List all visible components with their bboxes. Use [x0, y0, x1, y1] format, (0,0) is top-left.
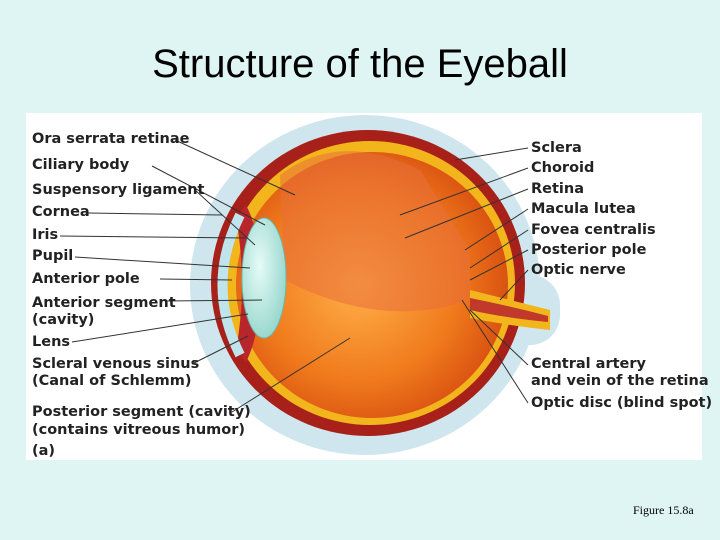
label-anterior-pole: Anterior pole: [32, 271, 140, 287]
label-anterior-segment: Anterior segment: [32, 295, 176, 311]
label-vitreous-humor: (contains vitreous humor): [32, 422, 245, 438]
label-pupil: Pupil: [32, 248, 74, 264]
label-posterior-pole: Posterior pole: [531, 242, 647, 258]
label-vein-of-retina: and vein of the retina: [531, 373, 709, 389]
label-cornea: Cornea: [32, 204, 90, 220]
label-anterior-segment-cavity: (cavity): [32, 312, 95, 328]
label-suspensory-ligament: Suspensory ligament: [32, 182, 205, 198]
label-choroid: Choroid: [531, 160, 595, 176]
lens-shape: [241, 217, 287, 339]
label-scleral-venous-sinus: Scleral venous sinus: [32, 356, 200, 372]
cutaway-section: [280, 151, 470, 312]
label-ora-serrata: Ora serrata retinae: [32, 131, 190, 147]
optic-nerve: [470, 290, 550, 330]
label-iris: Iris: [32, 227, 59, 243]
slide-title: Structure of the Eyeball: [152, 42, 568, 86]
label-panel-a: (a): [32, 443, 56, 459]
label-lens: Lens: [32, 334, 71, 350]
label-sclera: Sclera: [531, 140, 582, 156]
label-central-artery: Central artery: [531, 356, 646, 372]
label-optic-nerve: Optic nerve: [531, 262, 626, 278]
right-leader-lines: [399, 147, 529, 404]
label-retina: Retina: [531, 181, 585, 197]
label-ciliary-body: Ciliary body: [32, 157, 130, 173]
label-fovea-centralis: Fovea centralis: [531, 222, 656, 238]
label-canal-of-schlemm: (Canal of Schlemm): [32, 373, 192, 389]
label-posterior-segment: Posterior segment (cavity): [32, 404, 251, 420]
label-optic-disc: Optic disc (blind spot): [531, 395, 713, 411]
label-macula-lutea: Macula lutea: [531, 201, 636, 217]
left-leader-lines: [59, 139, 351, 413]
cornea-shape: [217, 212, 245, 358]
figure-caption: Figure 15.8a: [633, 503, 694, 517]
